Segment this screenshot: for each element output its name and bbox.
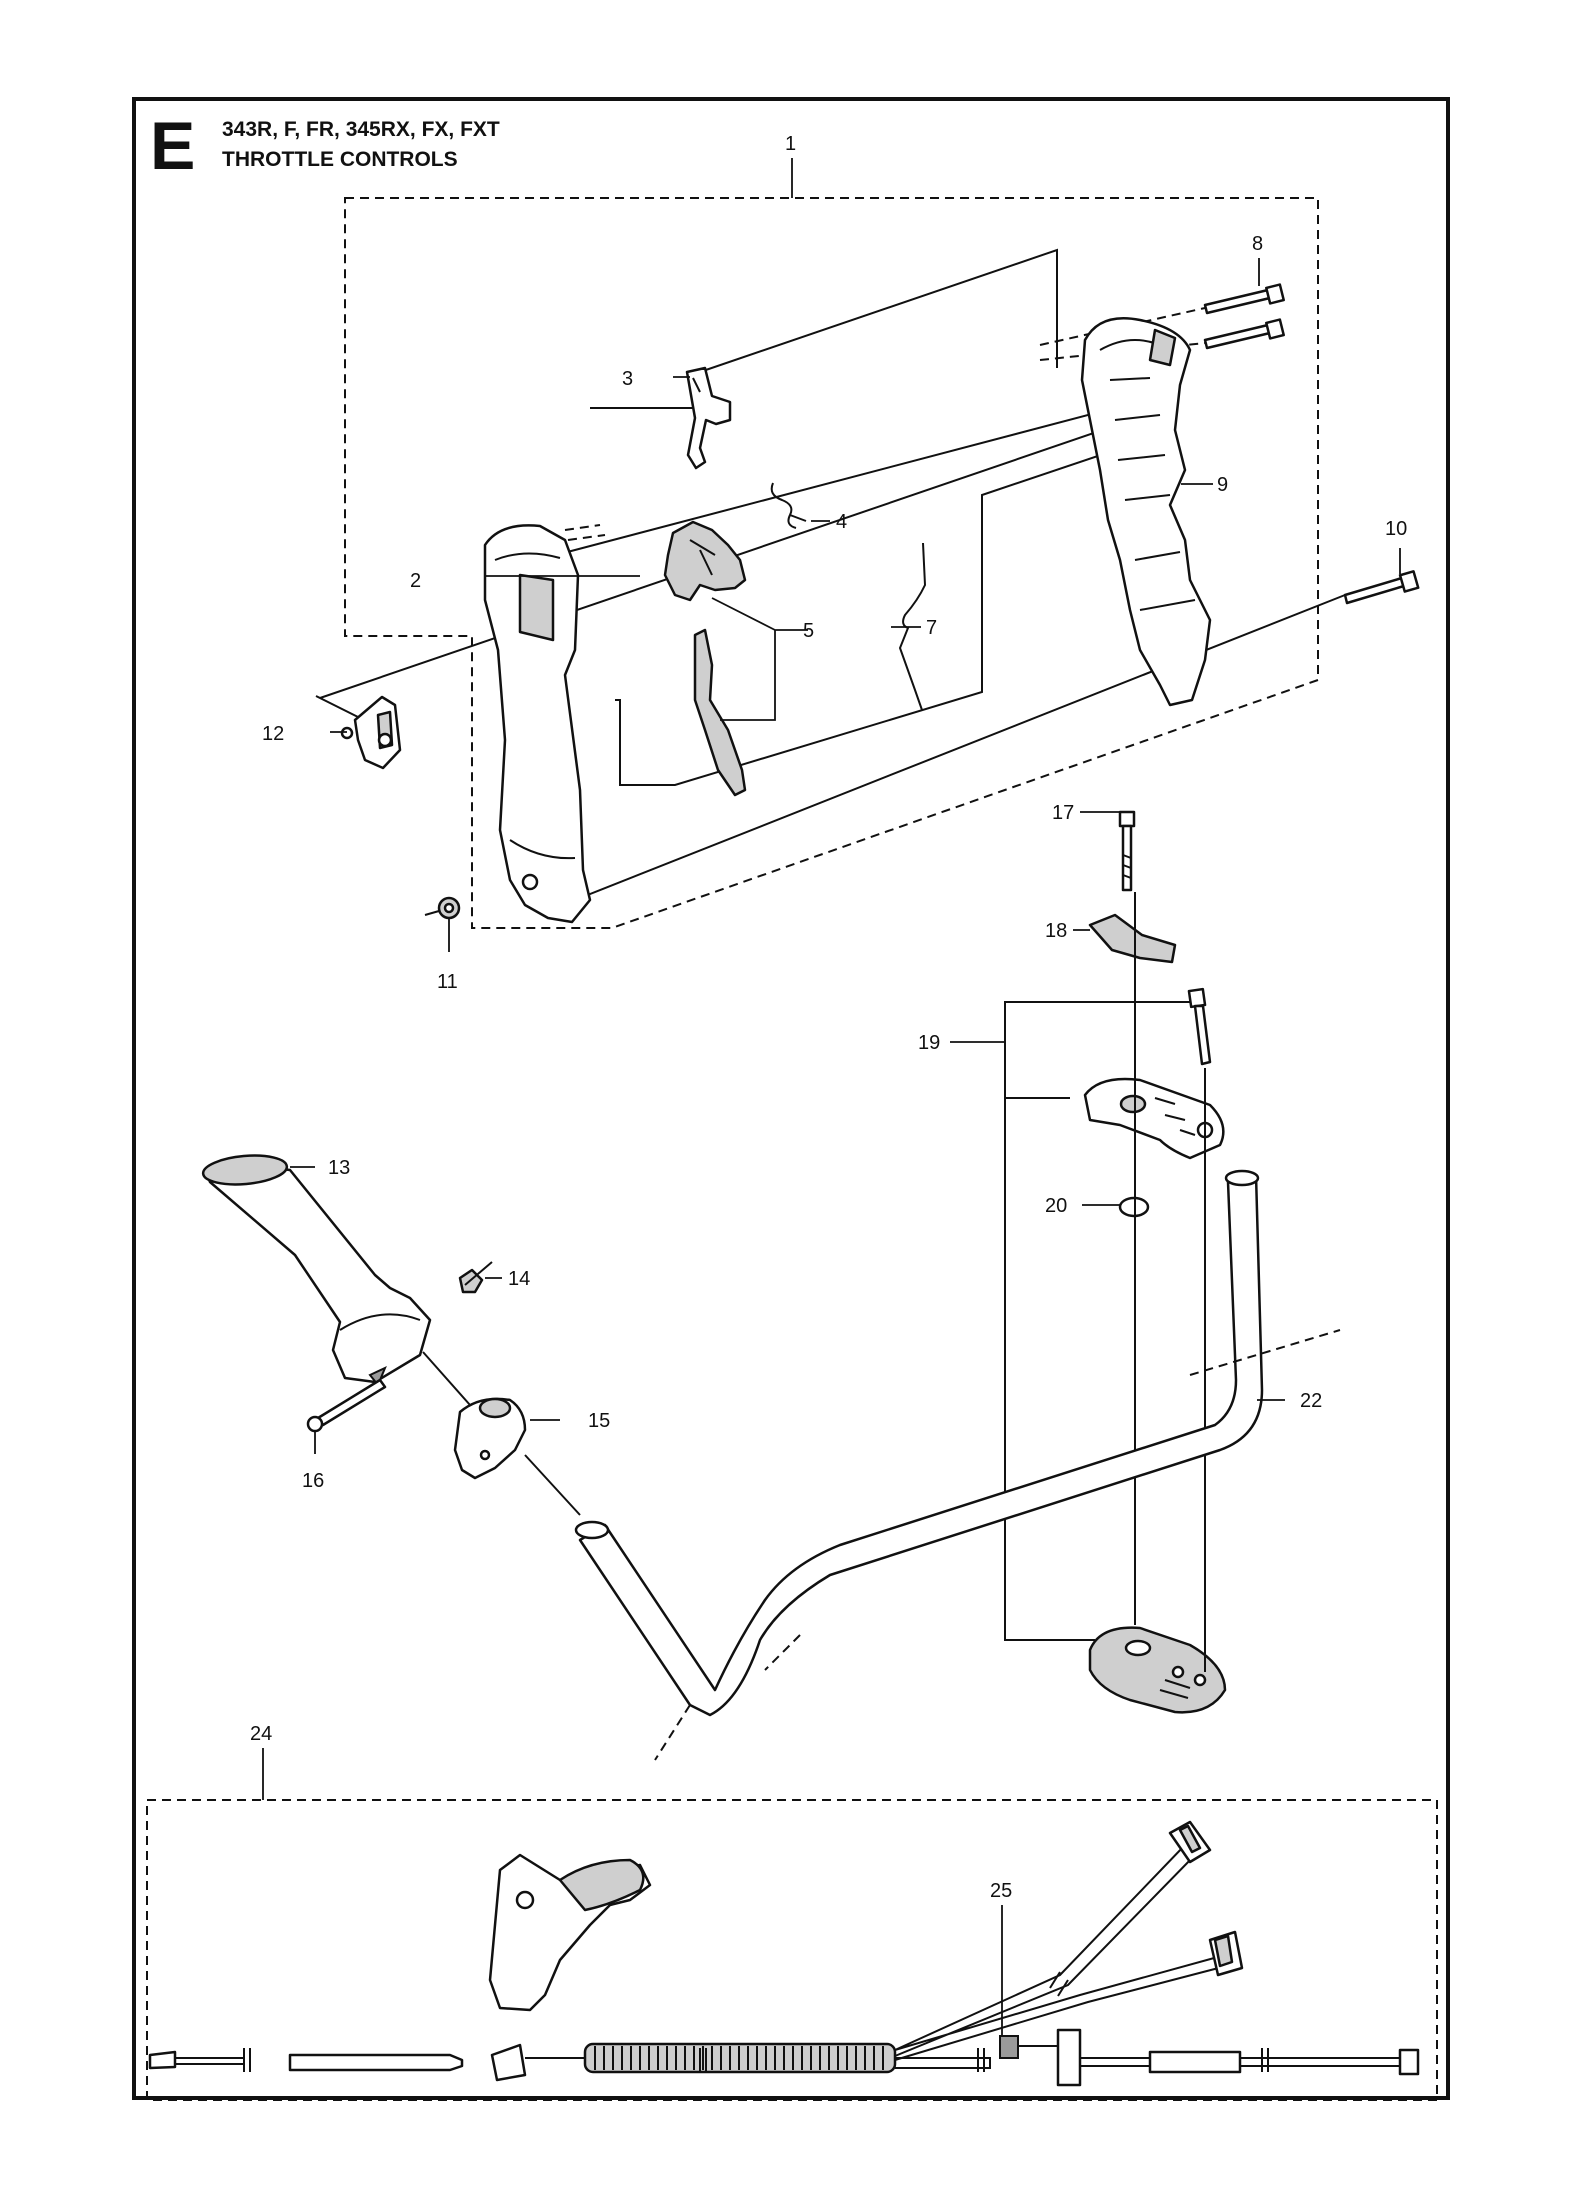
callout-3: 3 (622, 368, 633, 390)
callout-9: 9 (1217, 474, 1228, 496)
callout-22: 22 (1300, 1390, 1322, 1412)
callout-1: 1 (785, 133, 796, 155)
callout-19: 19 (918, 1032, 940, 1054)
callout-14: 14 (508, 1268, 530, 1290)
callout-8: 8 (1252, 233, 1263, 255)
bracket-group-19 (1004, 1001, 1197, 1641)
handle-clamp-lower (1088, 1626, 1227, 1714)
section-letter: E (150, 108, 196, 184)
callout-2: 2 (410, 570, 421, 592)
callout-4: 4 (836, 511, 847, 533)
assembly-guide-lines (315, 248, 1346, 899)
handle-clamp-upper (1083, 1077, 1225, 1160)
handle-bar-22 (574, 1169, 1341, 1761)
throttle-trigger-assembly (663, 520, 808, 797)
bolt-17 (1118, 810, 1136, 892)
cable-ribs (594, 2046, 884, 2070)
callout-11: 11 (437, 971, 458, 993)
callout-12: 12 (262, 723, 284, 745)
small-lever (685, 366, 732, 470)
screw-19 (1187, 987, 1212, 1066)
assembly-boundary-24 (146, 1799, 1438, 2101)
callout-16: 16 (302, 1470, 324, 1492)
stop-switch-12 (340, 695, 402, 770)
diagram-title: THROTTLE CONTROLS (222, 148, 458, 171)
drawing-frame (132, 97, 1450, 2100)
callout-15: 15 (588, 1410, 610, 1432)
model-list: 343R, F, FR, 345RX, FX, FXT (222, 118, 500, 141)
grip-axis-line (422, 1351, 581, 1516)
leader-lines (262, 158, 1401, 2036)
cable-assembly-24 (148, 1820, 1420, 2087)
assembly-boundary-1 (344, 197, 1319, 929)
callout-17: 17 (1052, 802, 1074, 824)
callout-24: 24 (250, 1723, 272, 1745)
screw-16 (306, 1378, 387, 1433)
grip-13 (201, 1154, 432, 1387)
callout-5: 5 (803, 620, 814, 642)
callout-7: 7 (926, 617, 937, 639)
handle-left-half (483, 524, 606, 924)
throttle-wire-7 (898, 542, 927, 711)
callout-18: 18 (1045, 920, 1067, 942)
callout-10: 10 (1385, 518, 1407, 540)
callout-20: 20 (1045, 1195, 1067, 1217)
handle-right-half (1080, 316, 1212, 707)
spring-4 (770, 482, 807, 529)
clamp-piece-18 (1088, 913, 1177, 964)
callout-13: 13 (328, 1157, 350, 1179)
nut-14 (458, 1261, 493, 1294)
long-screw-10 (1343, 570, 1420, 605)
throttle-clamp-15 (453, 1397, 527, 1480)
nut-11 (424, 896, 461, 920)
callout-25: 25 (990, 1880, 1012, 1902)
